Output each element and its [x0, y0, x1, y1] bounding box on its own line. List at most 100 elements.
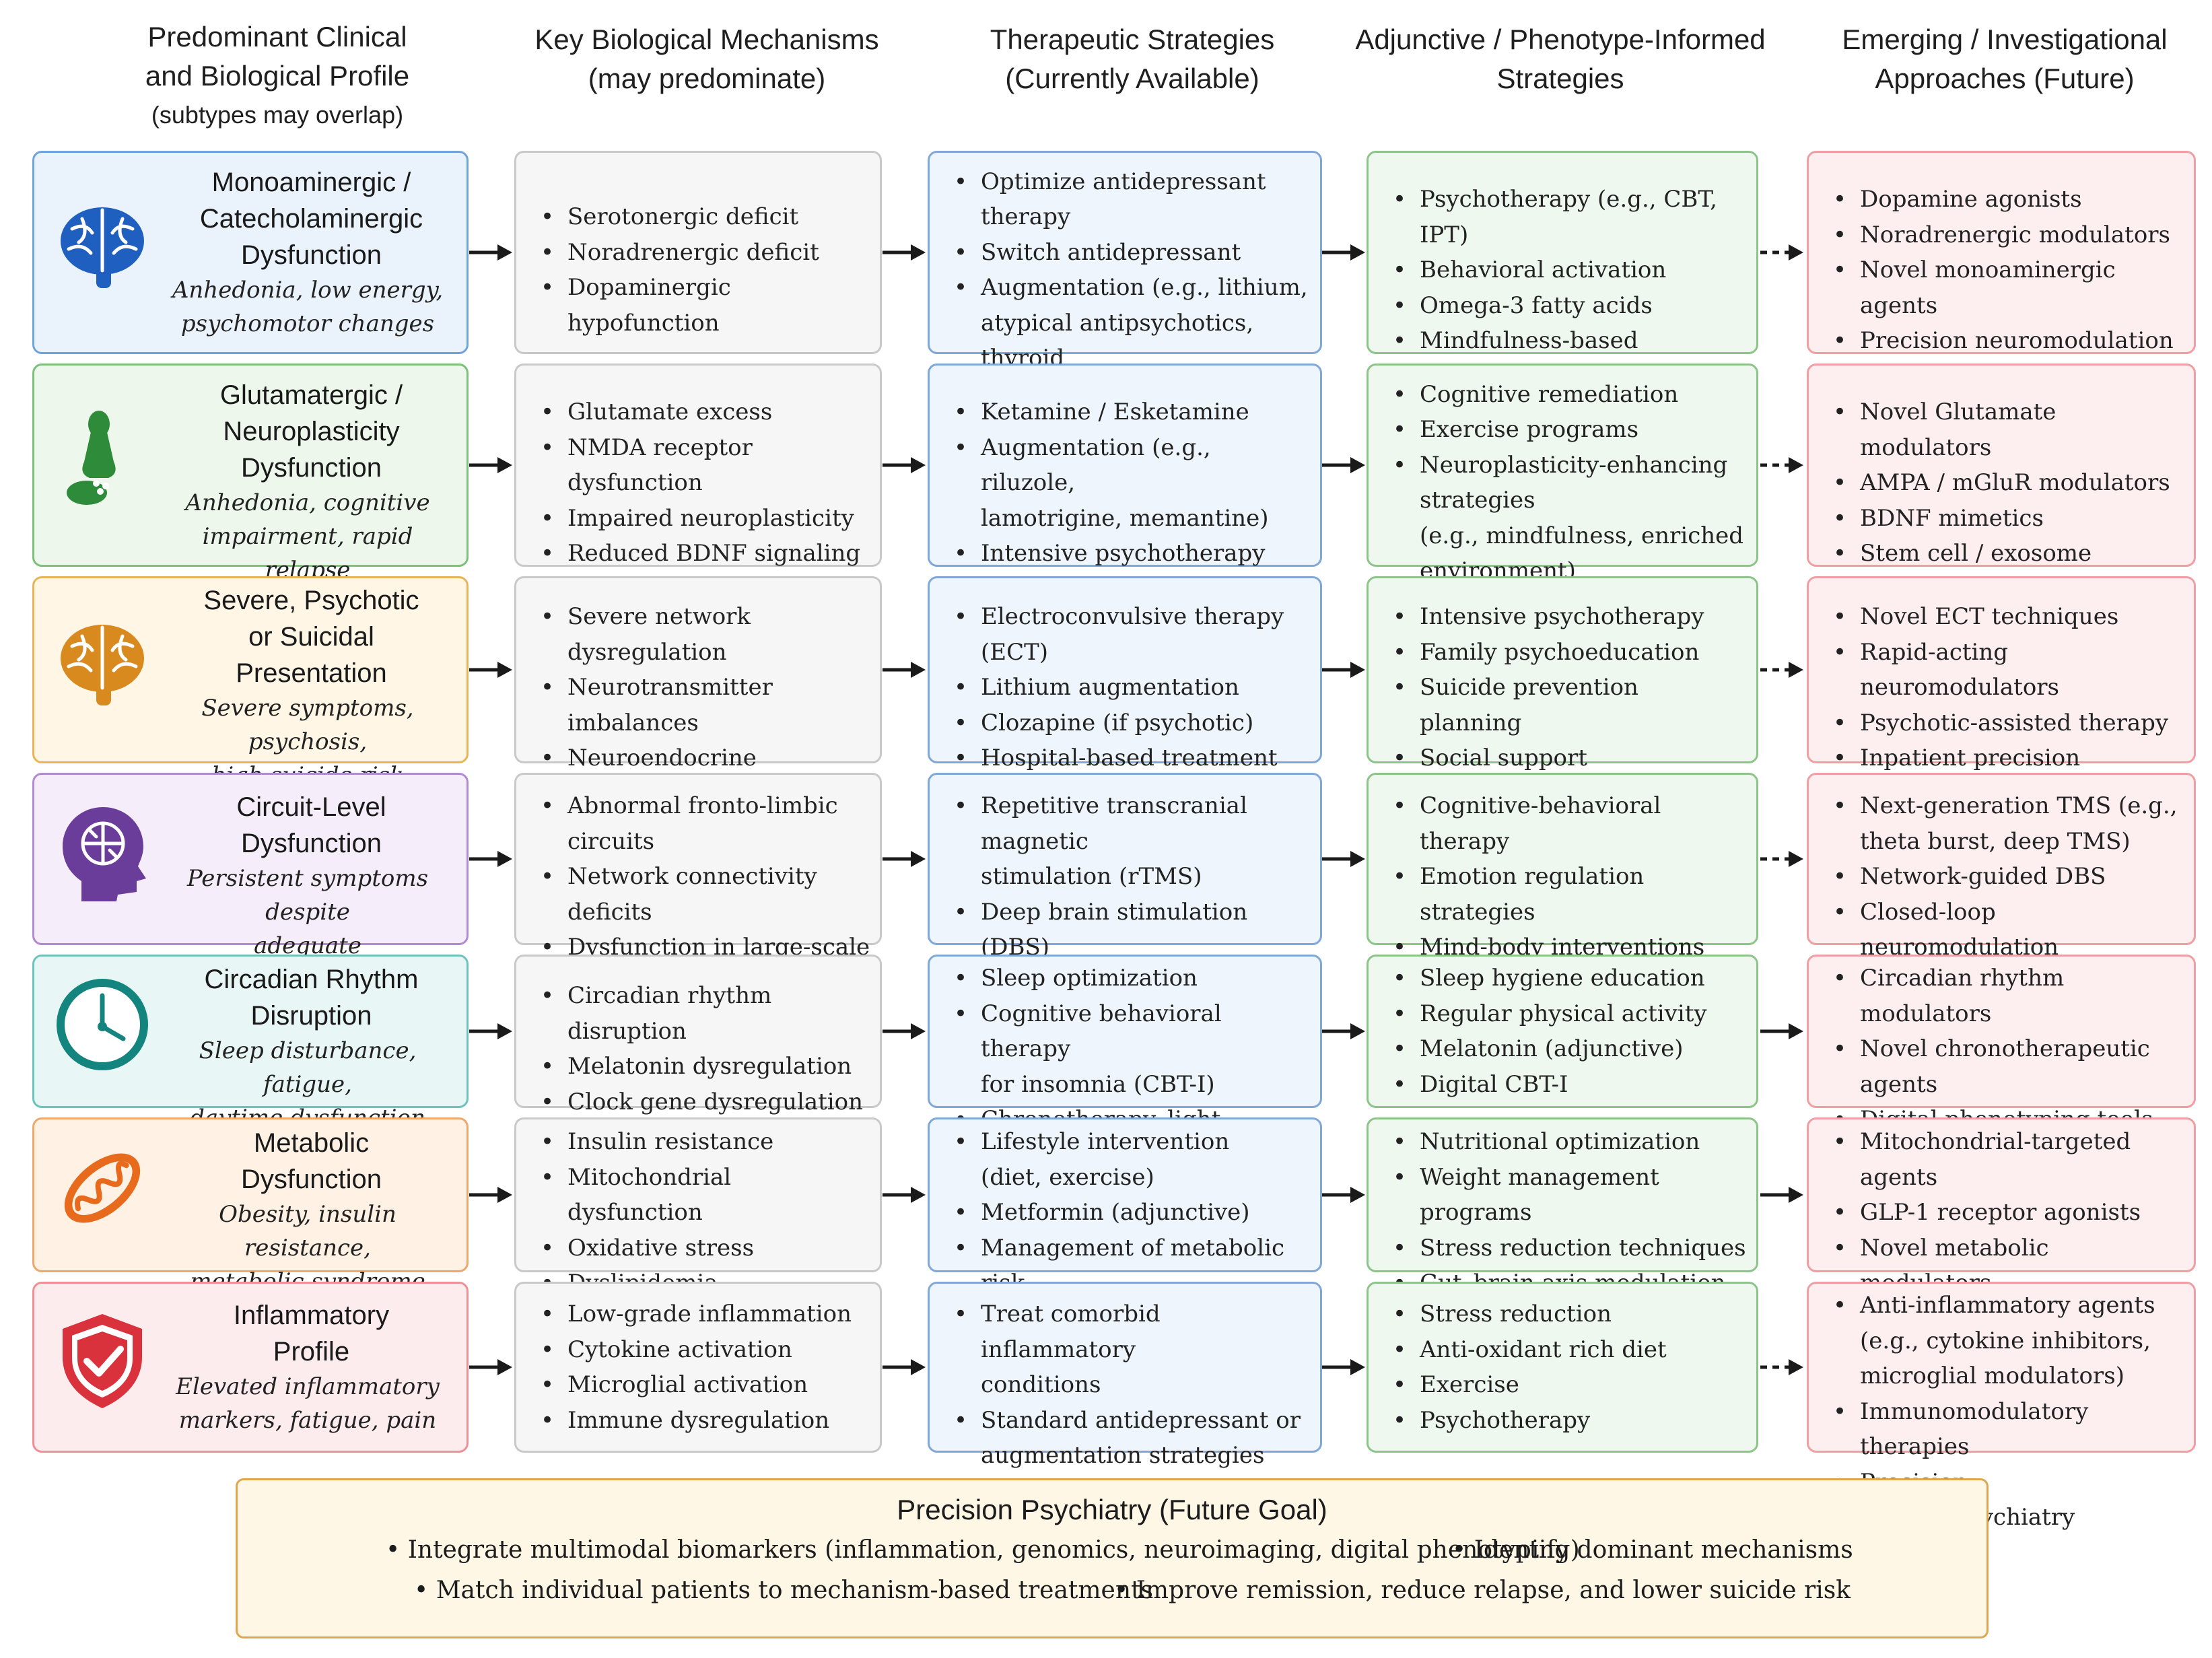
list-item: Stress reduction	[1389, 1297, 1747, 1332]
profile-description-line: Obesity, insulin resistance,	[219, 1201, 396, 1262]
bullet: •	[386, 1536, 408, 1564]
bullet: •	[414, 1577, 436, 1604]
list-item: Regular physical activity	[1389, 996, 1747, 1032]
profile-description-line: Sleep disturbance, fatigue,	[199, 1037, 417, 1098]
goal-item-text: Identify dominant mechanisms	[1474, 1536, 1853, 1564]
column-header-line: Therapeutic Strategies	[990, 24, 1275, 55]
profile-title-line: Profile	[273, 1337, 350, 1367]
list-item: Melatonin (adjunctive)	[1389, 1031, 1747, 1067]
list-item: Augmentation (e.g., riluzole,lamotrigine…	[950, 430, 1311, 537]
list-item: Circadian rhythm disruption	[537, 978, 870, 1049]
list-item: Serotonergic deficit	[537, 199, 870, 235]
goal-title: Precision Psychiatry (Future Goal)	[897, 1494, 1327, 1525]
list-item: Suicide prevention planning	[1389, 670, 1747, 740]
adjunctive-box: Sleep hygiene educationRegular physical …	[1367, 955, 1758, 1108]
list-item: Emotion regulation strategies	[1389, 859, 1747, 930]
column-header-2: Key Biological Mechanisms(may predominat…	[464, 20, 949, 98]
list-item: Metformin (adjunctive)	[950, 1195, 1311, 1231]
list-item: Sleep optimization	[950, 961, 1311, 996]
list-item: Weight management programs	[1389, 1160, 1747, 1231]
column-header-line: Predominant Clinical	[147, 21, 407, 53]
profile-title-line: Circuit-Level	[236, 792, 386, 822]
flow-arrow	[1321, 452, 1368, 479]
list-item: Intensive psychotherapy	[950, 536, 1311, 572]
adjunctive-box: Stress reductionAnti-oxidant rich dietEx…	[1367, 1282, 1758, 1453]
flow-arrow	[881, 1354, 928, 1381]
head-circuit-icon	[52, 802, 153, 903]
column-header-line: Emerging / Investigational	[1842, 24, 2168, 55]
list-item: Neurotransmitter imbalances	[537, 670, 870, 740]
list-item: Glutamate excess	[537, 394, 870, 430]
adjunctive-box: Psychotherapy (e.g., CBT, IPT)Behavioral…	[1367, 151, 1758, 390]
profile-title-line: Metabolic	[253, 1128, 370, 1158]
flow-arrow	[1321, 1354, 1368, 1381]
therapies-box: Sleep optimizationCognitive behavioral t…	[928, 955, 1322, 1169]
brain-icon	[52, 613, 153, 714]
therapies-box: Lifestyle intervention(diet, exercise)Me…	[928, 1117, 1322, 1297]
list-item: Clock gene dysregulation	[537, 1084, 870, 1120]
column-header-line: Approaches (Future)	[1875, 63, 2135, 94]
list-item: Novel ECT techniques	[1829, 599, 2184, 635]
flow-arrow	[1759, 845, 1806, 872]
therapies-box-list: Electroconvulsive therapy (ECT)Lithium a…	[950, 599, 1311, 776]
list-item: Exercise	[1389, 1367, 1747, 1403]
neuron-synapse-icon	[52, 408, 153, 509]
brain-icon	[52, 195, 153, 296]
profile-description: Anhedonia, low energy,psychomotor change…	[162, 273, 453, 341]
flow-arrow	[1759, 1181, 1806, 1208]
goal-item-text: Improve remission, reduce relapse, and l…	[1136, 1577, 1851, 1604]
list-item: Impaired neuroplasticity	[537, 501, 870, 537]
profile-description-line: psychomotor changes	[180, 310, 435, 337]
goal-item: • Integrate multimodal biomarkers (infla…	[386, 1531, 1580, 1569]
flow-arrow	[1321, 845, 1368, 872]
profile-title-line: Disruption	[250, 1001, 372, 1031]
list-item: Psychotherapy	[1389, 1403, 1747, 1439]
list-item: Anti-oxidant rich diet	[1389, 1332, 1747, 1368]
list-item: NMDA receptor dysfunction	[537, 430, 870, 501]
adjunctive-box-list: Nutritional optimizationWeight managemen…	[1389, 1124, 1747, 1301]
flow-arrow	[1321, 1181, 1368, 1208]
profile-title-line: Dysfunction	[241, 1165, 382, 1194]
adjunctive-box: Cognitive-behavioral therapyEmotion regu…	[1367, 773, 1758, 1000]
list-item: AMPA / mGluR modulators	[1829, 465, 2184, 501]
adjunctive-box-list: Stress reductionAnti-oxidant rich dietEx…	[1389, 1297, 1747, 1438]
profile-title-line: Dysfunction	[241, 453, 382, 483]
list-item: Intensive psychotherapy	[1389, 599, 1747, 635]
profile-title-line: Dysfunction	[241, 240, 382, 270]
list-item-line: Next-generation TMS (e.g.,	[1860, 792, 2178, 819]
therapies-box: Ketamine / EsketamineAugmentation (e.g.,…	[928, 364, 1322, 571]
list-item-line: (e.g., cytokine inhibitors,	[1860, 1327, 2151, 1354]
list-item: Circadian rhythm modulators	[1829, 961, 2184, 1031]
flow-arrow	[1759, 239, 1806, 266]
flow-arrow	[1321, 656, 1368, 683]
list-item-line: Treat comorbid inflammatory	[981, 1301, 1161, 1363]
therapies-box: Optimize antidepressant therapySwitch an…	[928, 151, 1322, 407]
column-header-subtitle: (subtypes may overlap)	[151, 101, 404, 129]
flow-arrow	[1759, 1354, 1806, 1381]
adjunctive-box-list: Sleep hygiene educationRegular physical …	[1389, 961, 1747, 1102]
therapies-box-list: Treat comorbid inflammatoryconditionsSta…	[950, 1297, 1311, 1474]
goal-item-text: Match individual patients to mechanism-b…	[436, 1577, 1153, 1604]
therapies-box-list: Lifestyle intervention(diet, exercise)Me…	[950, 1124, 1311, 1301]
goal-item: • Improve remission, reduce relapse, and…	[1114, 1572, 1851, 1610]
goal-item: • Match individual patients to mechanism…	[414, 1572, 1153, 1610]
profile-title-line: Neuroplasticity	[223, 417, 400, 446]
list-item: Low-grade inflammation	[537, 1297, 870, 1332]
list-item: Hospital-based treatment	[950, 740, 1311, 776]
mechanisms-box: Insulin resistanceMitochondrial dysfunct…	[514, 1117, 882, 1301]
clock-icon	[52, 974, 153, 1075]
profile-title-line: Catecholaminergic	[199, 204, 423, 234]
list-item-line: Standard antidepressant or	[981, 1406, 1301, 1434]
column-header-line: (Currently Available)	[1005, 63, 1259, 94]
list-item: Dopaminergic hypofunction	[537, 270, 870, 341]
list-item: Severe network dysregulation	[537, 599, 870, 670]
list-item-line: agents	[1860, 1070, 1938, 1098]
list-item: Omega-3 fatty acids	[1389, 288, 1747, 324]
flow-arrow	[468, 1018, 515, 1045]
